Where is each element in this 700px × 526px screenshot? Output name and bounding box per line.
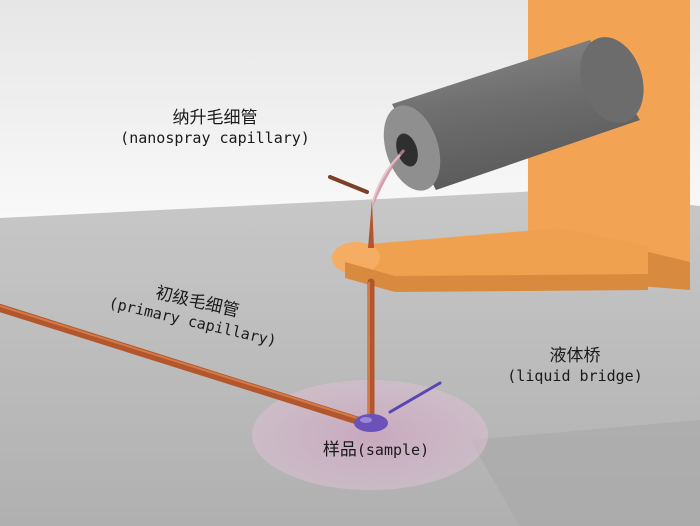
ion-source-back [580, 37, 644, 123]
bridge-label-en: (liquid bridge) [507, 367, 643, 386]
ion-source-body [392, 40, 640, 190]
bridge-label-zh: 液体桥 [549, 346, 601, 366]
sample-label-en: (sample) [356, 441, 430, 459]
sample-label-zh: 样品 [322, 440, 357, 460]
mount-arm-end [332, 242, 380, 274]
nanospray-capillary-label: 纳升毛细管 (nanospray capillary) [90, 108, 340, 148]
sample-droplet-highlight [360, 417, 372, 423]
mount-plate-side [640, 250, 690, 290]
spray-plume [370, 148, 406, 206]
nanospray-tip [368, 200, 374, 248]
mount-horizontal-arm [345, 228, 648, 288]
nanospray-label-zh: 纳升毛细管 [172, 108, 258, 128]
spray-plume-2 [371, 154, 401, 206]
mount-arm-underside [345, 262, 648, 292]
liquid-bridge-label: 液体桥 (liquid bridge) [475, 346, 675, 386]
sample-droplet [354, 414, 388, 432]
primary-capillary [0, 304, 366, 426]
ion-source-inlet [396, 133, 418, 167]
sample-label: 样品(sample) [286, 440, 466, 461]
liquid-bridge-line [388, 381, 442, 414]
primary-capillary-highlight [0, 305, 361, 420]
nanospray-emitter [328, 175, 369, 194]
nanospray-label-en: (nanospray capillary) [120, 129, 310, 148]
mount-shadow [470, 420, 700, 526]
